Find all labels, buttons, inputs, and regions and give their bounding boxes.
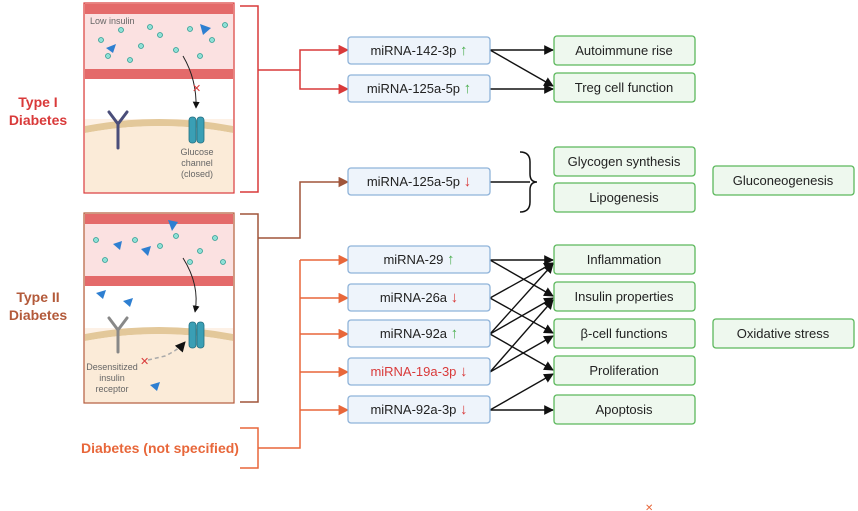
svg-text:Oxidative stress: Oxidative stress (737, 326, 830, 341)
channel-label-line2: channel (181, 158, 213, 168)
blocked-x-icon: ✕ (140, 356, 149, 368)
svg-text:Gluconeogenesis: Gluconeogenesis (733, 173, 834, 188)
type2-illustration-panel: ✕ Desensitized insulin receptor (83, 212, 235, 404)
receptor-label-line1: Desensitized (86, 362, 138, 372)
svg-text:miRNA-26a ↓: miRNA-26a ↓ (380, 289, 458, 306)
svg-text:Treg cell function: Treg cell function (575, 80, 674, 95)
type1-label-line1: Type I (18, 94, 57, 110)
outcome-oxidative-stress: Oxidative stress (712, 318, 855, 349)
outcome-inflammation: Inflammation (553, 244, 696, 275)
outcome-beta-cell-functions: β-cell functions (553, 318, 696, 349)
down-arrow-icon: ↓ (460, 363, 468, 380)
mirna-name: miRNA-125a-5p (367, 81, 460, 96)
up-arrow-icon: ↑ (447, 251, 455, 268)
mirna-m4: miRNA-29 ↑ (347, 245, 491, 274)
receptor-label-line2: insulin (99, 373, 125, 383)
glucose-channel-icon (188, 321, 205, 349)
down-arrow-icon: ↓ (460, 401, 468, 418)
type1-illustration-panel: Low insulin ✕ Glucose channel (closed) (83, 2, 235, 194)
channel-label-line3: (closed) (181, 169, 213, 179)
receptor-label-line3: receptor (95, 384, 128, 394)
down-arrow-icon: ↓ (464, 173, 472, 190)
mirna-m1: miRNA-142-3p ↑ (347, 36, 491, 65)
svg-text:Glycogen synthesis: Glycogen synthesis (568, 154, 681, 169)
insulin-icon (96, 290, 106, 299)
mirna-name: miRNA-125a-5p (367, 174, 460, 189)
svg-text:Proliferation: Proliferation (589, 363, 658, 378)
up-arrow-icon: ↑ (464, 80, 472, 97)
svg-text:miRNA-92a ↑: miRNA-92a ↑ (380, 325, 458, 342)
insulin-icon (106, 44, 116, 53)
outcome-autoimmune-rise: Autoimmune rise (553, 35, 696, 66)
unspecified-label: Diabetes (not specified) (81, 440, 239, 456)
down-arrow-icon: ↓ (451, 289, 459, 306)
svg-text:Inflammation: Inflammation (587, 252, 661, 267)
type2-label-line2: Diabetes (9, 307, 68, 323)
svg-text:miRNA-142-3p ↑: miRNA-142-3p ↑ (370, 42, 467, 59)
outcome-glycogen-synthesis: Glycogen synthesis (553, 146, 696, 177)
svg-text:miRNA-29 ↑: miRNA-29 ↑ (383, 251, 454, 268)
channel-label-line1: Glucose (180, 147, 213, 157)
mirna-m3: miRNA-125a-5p ↓ (347, 167, 491, 196)
svg-text:miRNA-19a-3p ↓: miRNA-19a-3p ↓ (370, 363, 467, 380)
outcome-gluconeogenesis: Gluconeogenesis (712, 165, 855, 196)
mirna-name: miRNA-142-3p (370, 43, 456, 58)
svg-text:Insulin properties: Insulin properties (575, 289, 674, 304)
glucose-molecules (93, 233, 226, 265)
mirna-name: miRNA-92a-3p (370, 402, 456, 417)
mirna-m2: miRNA-125a-5p ↑ (347, 74, 491, 103)
unspecified-bracket (240, 254, 350, 469)
type2-bracket (240, 176, 350, 403)
glucose-molecules (98, 22, 228, 63)
outcome-treg-cell-function: Treg cell function (553, 72, 696, 103)
mirna-m5: miRNA-26a ↓ (347, 283, 491, 312)
up-arrow-icon: ↑ (460, 42, 468, 59)
outcome-insulin-properties: Insulin properties (553, 281, 696, 312)
insulin-icon (141, 246, 151, 256)
up-arrow-icon: ↑ (451, 325, 459, 342)
glucose-channel-icon (188, 116, 205, 144)
svg-text:miRNA-92a-3p ↓: miRNA-92a-3p ↓ (370, 401, 467, 418)
svg-text:miRNA-125a-5p ↓: miRNA-125a-5p ↓ (367, 173, 471, 190)
type2-label-line1: Type II (16, 289, 59, 305)
svg-text:miRNA-125a-5p ↑: miRNA-125a-5p ↑ (367, 80, 471, 97)
mirna-name: miRNA-92a (380, 326, 448, 341)
svg-text:β-cell functions: β-cell functions (581, 326, 668, 341)
type1-label-line2: Diabetes (9, 112, 68, 128)
insulin-icon (150, 382, 160, 391)
mirna-name: miRNA-29 (383, 252, 443, 267)
desensitized-receptor-icon (107, 316, 129, 354)
svg-text:Autoimmune rise: Autoimmune rise (575, 43, 673, 58)
type1-bracket (240, 5, 350, 193)
insulin-receptor-icon (107, 110, 129, 150)
mirna-m6: miRNA-92a ↑ (347, 319, 491, 348)
decorative-x-icon: ✕ (645, 503, 653, 511)
insulin-icon (113, 241, 122, 250)
svg-text:Lipogenesis: Lipogenesis (589, 190, 659, 205)
insulin-icon (123, 298, 133, 307)
mirna-name: miRNA-19a-3p (370, 364, 456, 379)
low-insulin-label: Low insulin (90, 16, 135, 26)
mirna-m7: miRNA-19a-3p ↓ (347, 357, 491, 386)
blocked-x-icon: ✕ (192, 83, 201, 95)
svg-text:Apoptosis: Apoptosis (595, 402, 653, 417)
outcome-apoptosis: Apoptosis (553, 394, 696, 425)
outcome-lipogenesis: Lipogenesis (553, 182, 696, 213)
insulin-icon (200, 24, 211, 35)
outcome-proliferation: Proliferation (553, 355, 696, 386)
interaction-arrows (489, 45, 554, 415)
mirna-m8: miRNA-92a-3p ↓ (347, 395, 491, 424)
curly-brace (519, 151, 538, 213)
mirna-name: miRNA-26a (380, 290, 448, 305)
insulin-icon (168, 220, 178, 231)
